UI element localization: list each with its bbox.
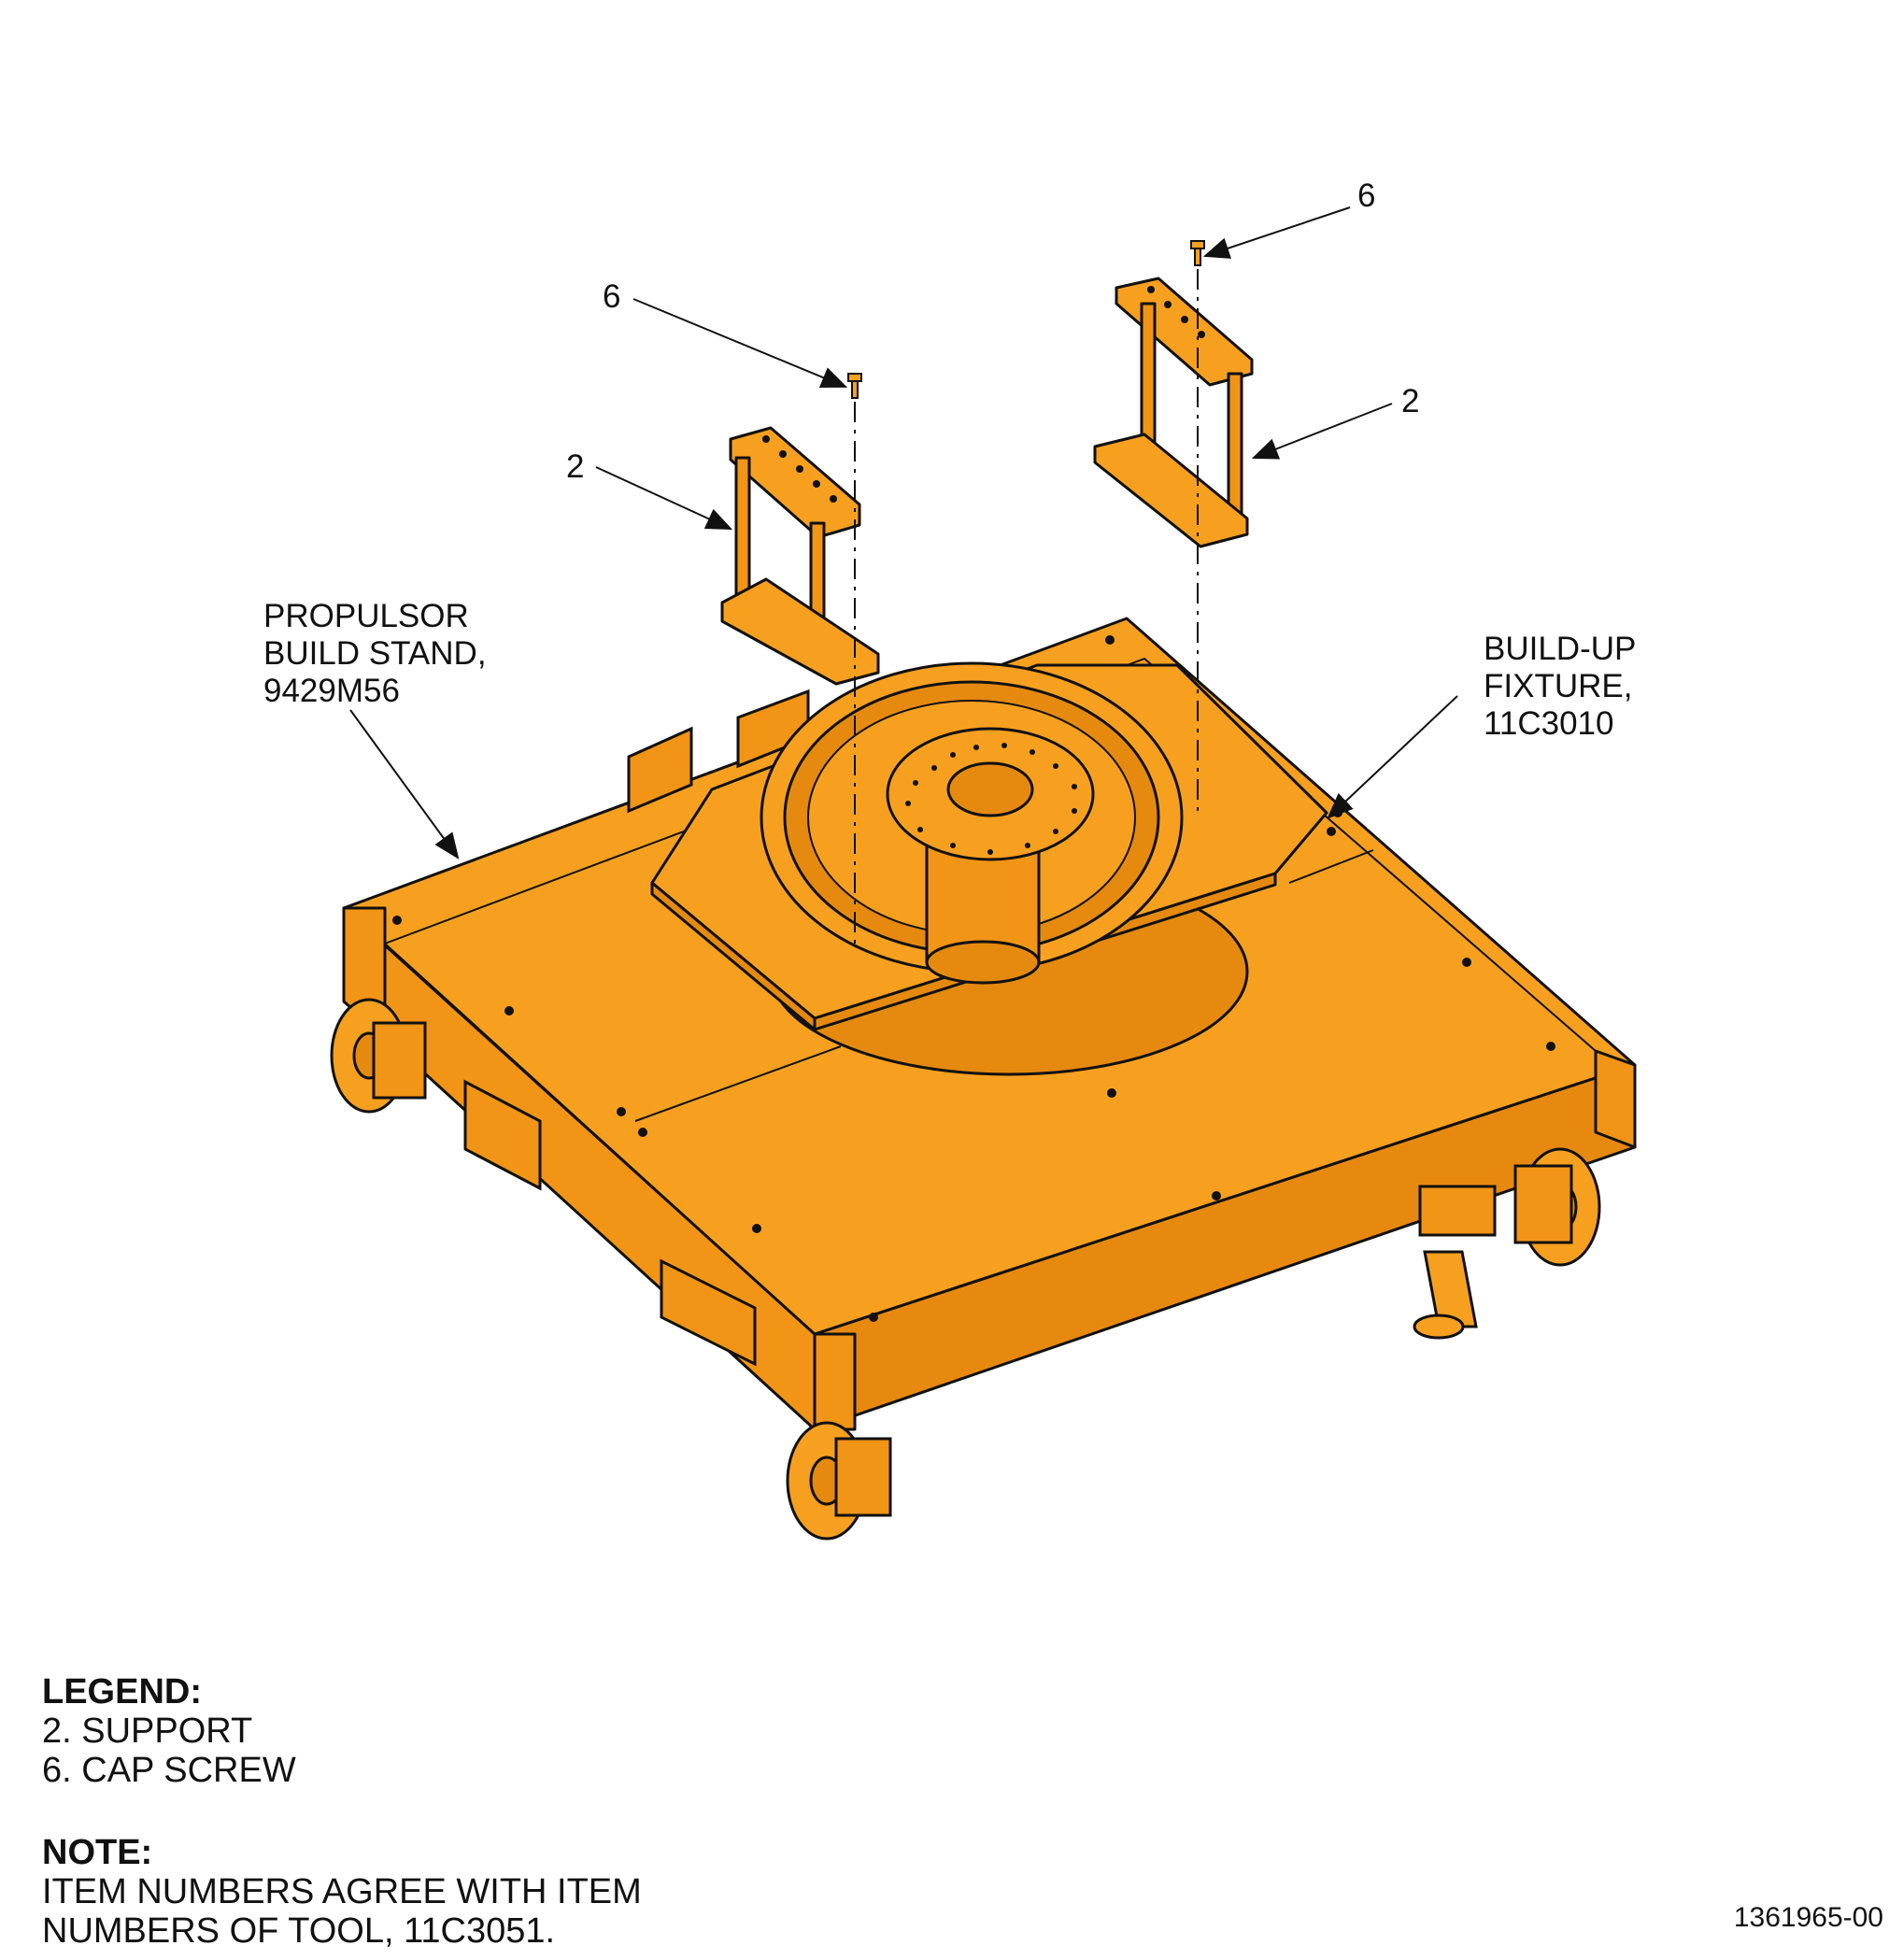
build-up-fixture bbox=[650, 661, 1328, 1076]
callout-support-right: 2 bbox=[1401, 383, 1420, 419]
callout-build-stand: PROPULSOR BUILD STAND, 9429M56 bbox=[263, 598, 487, 710]
leader-support-right bbox=[1251, 403, 1393, 460]
legend-item-support: 2. SUPPORT bbox=[42, 1711, 253, 1751]
legend-item-cap-screw: 6. CAP SCREW bbox=[42, 1751, 296, 1790]
cap-screw-right bbox=[1190, 240, 1205, 266]
callout-build-stand-line1: PROPULSOR bbox=[263, 598, 469, 634]
assembly-center-lines bbox=[854, 269, 1199, 944]
callout-screw-right: 6 bbox=[1357, 178, 1376, 214]
note-heading: NOTE: bbox=[42, 1833, 153, 1872]
leader-screw-left bbox=[632, 298, 848, 388]
leader-build-stand bbox=[349, 709, 460, 859]
fork-pockets bbox=[463, 689, 810, 1367]
figure-id: 1361965-00 bbox=[1733, 1902, 1883, 1933]
support-left bbox=[720, 426, 880, 686]
legend-heading: LEGEND: bbox=[42, 1672, 202, 1711]
callout-support-left: 2 bbox=[566, 448, 585, 485]
leader-fixture bbox=[1327, 695, 1458, 819]
callout-fixture-line1: BUILD-UP bbox=[1484, 631, 1637, 667]
callout-screw-left: 6 bbox=[603, 278, 621, 315]
leader-screw-right bbox=[1202, 206, 1351, 259]
callout-fixture-line2: FIXTURE, bbox=[1484, 668, 1633, 704]
caster-front-right bbox=[786, 1421, 892, 1541]
legend: LEGEND: 2. SUPPORT 6. CAP SCREW bbox=[42, 1672, 296, 1790]
callout-build-stand-line2: BUILD STAND, bbox=[263, 635, 487, 672]
cap-screw-left bbox=[847, 373, 862, 399]
leader-support-left bbox=[595, 466, 733, 530]
caster-rear-right bbox=[1513, 1147, 1601, 1267]
caster-front-left bbox=[330, 998, 427, 1114]
callout-fixture: BUILD-UP FIXTURE, 11C3010 bbox=[1484, 631, 1636, 743]
leader-lines bbox=[349, 206, 1458, 859]
note: NOTE: ITEM NUMBERS AGREE WITH ITEM NUMBE… bbox=[42, 1833, 642, 1951]
support-right bbox=[1093, 277, 1254, 548]
callout-build-stand-line3: 9429M56 bbox=[263, 673, 400, 709]
note-line-2: NUMBERS OF TOOL, 11C3051. bbox=[42, 1911, 556, 1951]
caster-brake bbox=[1413, 1185, 1497, 1340]
note-line-1: ITEM NUMBERS AGREE WITH ITEM bbox=[42, 1872, 642, 1911]
callout-fixture-line3: 11C3010 bbox=[1484, 705, 1614, 742]
